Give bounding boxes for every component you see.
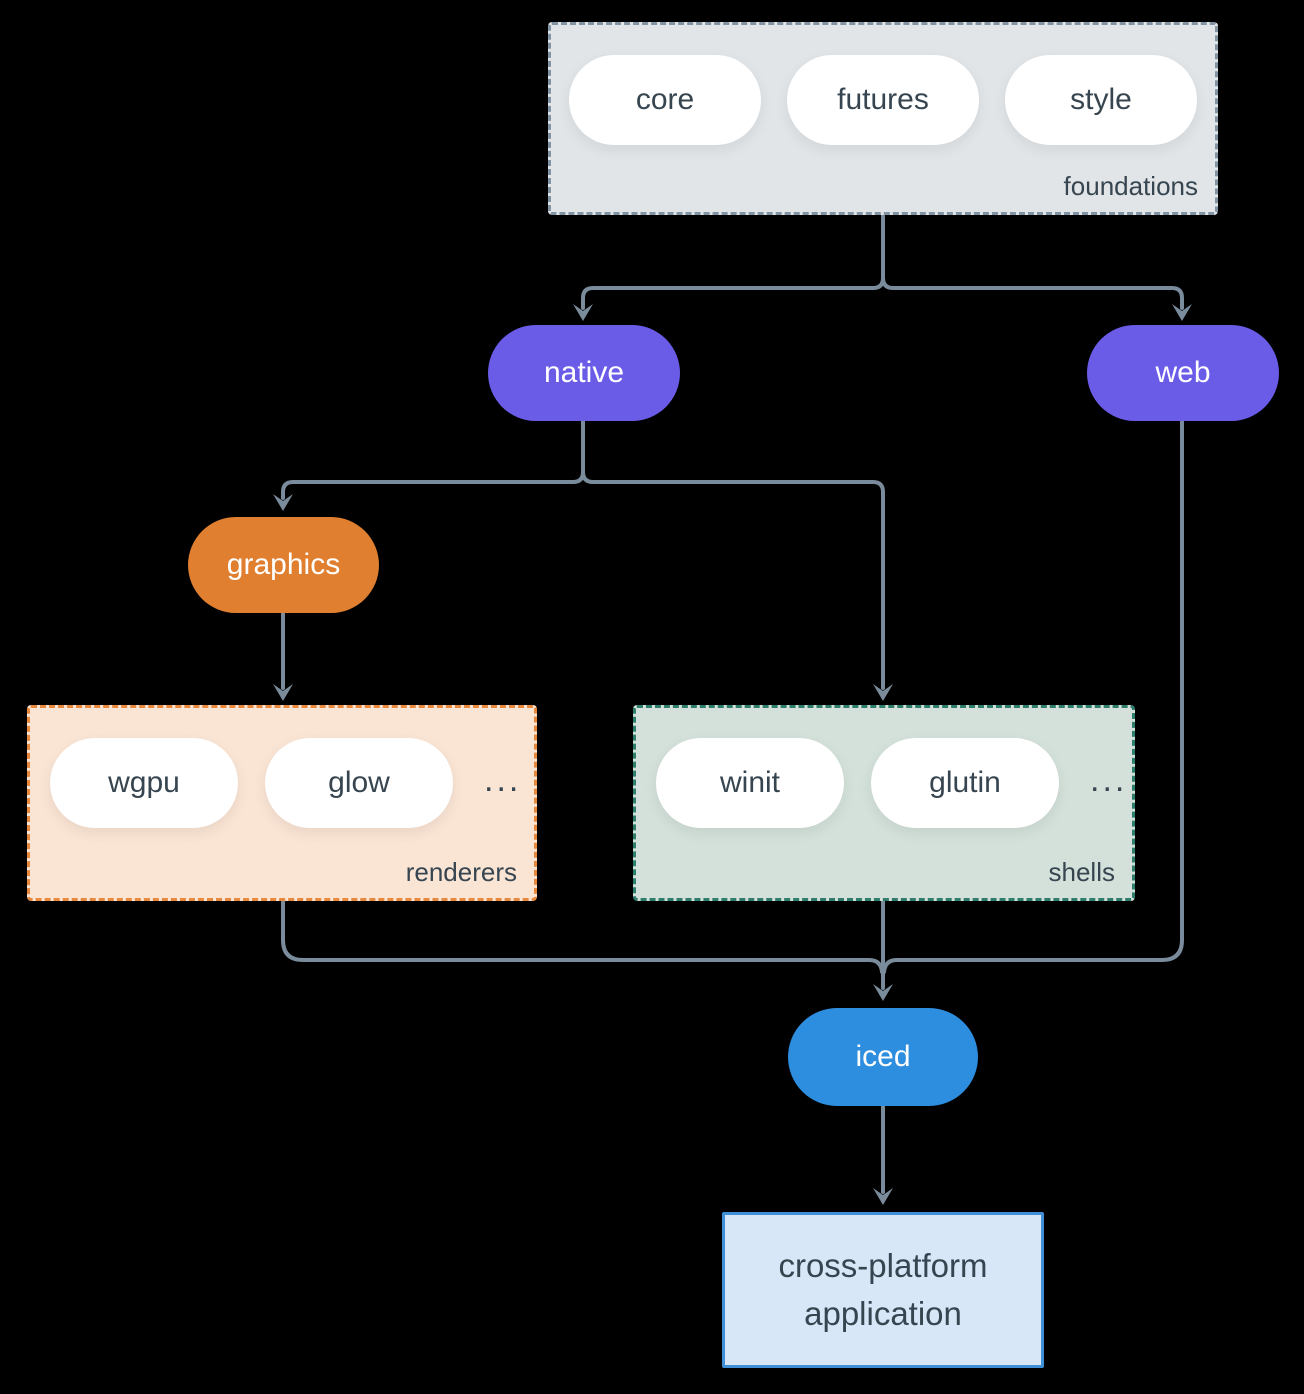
arrowhead-web [1172,304,1192,321]
arrowhead-native [573,304,593,321]
arrowhead-iced [873,984,893,1001]
node-graphics: graphics [188,517,379,613]
arrowhead-shells [873,684,893,701]
node-glow: glow [265,738,453,828]
edge-native-to-shells [581,419,885,690]
application-label-line1: cross-platform [778,1247,988,1284]
node-futures: futures [787,55,979,145]
node-wgpu: wgpu [50,738,238,828]
shells-ellipsis: ... [1090,760,1128,799]
group-renderers: wgpu glow ... renderers [27,705,537,901]
node-style: style [1005,55,1197,145]
group-shells-label: shells [1048,857,1115,887]
group-renderers-label: renderers [405,857,517,887]
group-foundations-label: foundations [1063,171,1198,201]
arrowhead-application [873,1188,893,1205]
group-foundations: core futures style foundations [548,22,1218,215]
node-cross-platform-application: cross-platform application [722,1212,1044,1368]
node-native: native [488,325,680,421]
arrowhead-renderers [273,684,293,701]
shells-pill-row: winit glutin ... [636,708,1132,828]
foundations-pill-row: core futures style [551,25,1215,145]
renderers-pill-row: wgpu glow ... [30,708,534,828]
edge-web-to-iced [882,419,1184,974]
application-label-line2: application [804,1295,962,1332]
node-iced: iced [788,1008,978,1106]
edge-renderers-to-iced [281,898,884,974]
node-core: core [569,55,761,145]
node-winit: winit [656,738,844,828]
edge-foundations-to-native [581,214,885,310]
arrowhead-graphics [273,494,293,511]
group-shells: winit glutin ... shells [633,705,1135,901]
node-web: web [1087,325,1279,421]
renderers-ellipsis: ... [484,760,522,799]
node-glutin: glutin [871,738,1059,828]
edge-native-to-graphics [281,419,585,500]
edge-foundations-to-web [881,214,1184,310]
